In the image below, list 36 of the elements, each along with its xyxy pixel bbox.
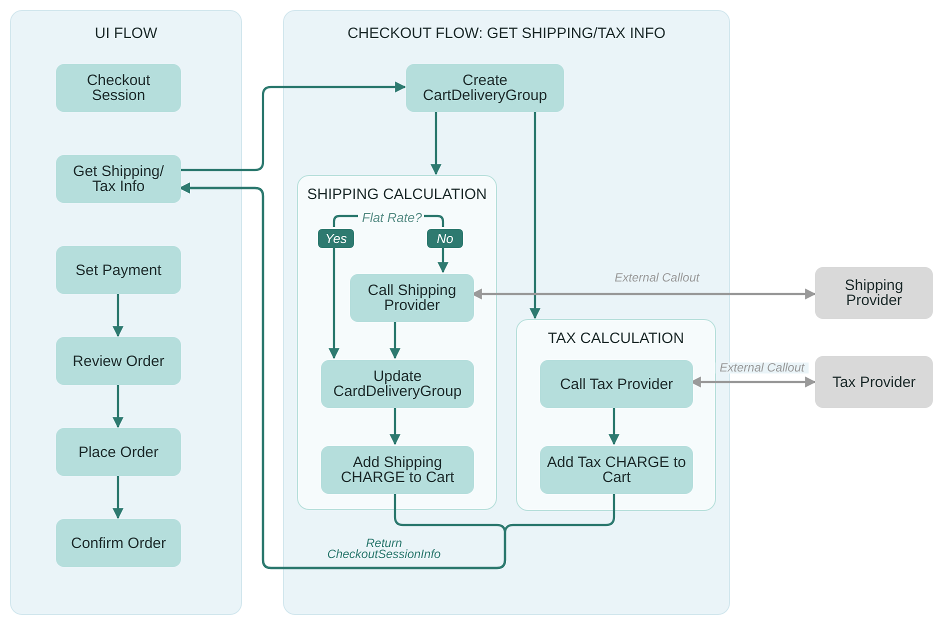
- arrow: [112, 475, 124, 520]
- arrow: [180, 82, 406, 172]
- panel-heading: SHIPPING CALCULATION: [306, 185, 488, 205]
- branch-tag: Yes: [318, 229, 354, 248]
- arrow: [390, 320, 400, 360]
- edge-label: External Callout: [716, 362, 808, 374]
- group-panel: [297, 175, 497, 510]
- process-box: Checkout Session: [56, 64, 181, 112]
- arrow: [178, 182, 616, 570]
- process-box: Confirm Order: [56, 519, 181, 567]
- external-system-box: Tax Provider: [815, 356, 933, 408]
- arrow: [112, 384, 124, 428]
- arrow: [112, 293, 124, 338]
- flow-panel: [10, 10, 242, 615]
- process-box: Get Shipping/ Tax Info: [56, 155, 181, 203]
- arrow: [390, 406, 400, 446]
- process-box: Create CartDeliveryGroup: [406, 64, 564, 112]
- arrow: [438, 246, 448, 274]
- branch-tag: No: [427, 229, 463, 248]
- arrow: [430, 111, 442, 176]
- process-box: Add Tax CHARGE to Cart: [540, 446, 693, 494]
- panel-heading: UI FLOW: [94, 24, 158, 44]
- process-box: Call Tax Provider: [540, 360, 693, 408]
- process-box: Call Shipping Provider: [350, 274, 474, 322]
- process-box: Add Shipping CHARGE to Cart: [321, 446, 474, 494]
- process-box: Place Order: [56, 428, 181, 476]
- arrow: [608, 406, 620, 446]
- external-system-box: Shipping Provider: [815, 267, 933, 319]
- panel-heading: TAX CALCULATION: [546, 329, 686, 349]
- process-box: Set Payment: [56, 246, 181, 294]
- panel-heading: CHECKOUT FLOW: GET SHIPPING/TAX INFO: [346, 24, 667, 44]
- process-box: Update CardDeliveryGroup: [321, 360, 474, 408]
- group-panel: [516, 319, 716, 511]
- arrow: [530, 111, 540, 320]
- process-box: Review Order: [56, 337, 181, 385]
- arrow: [328, 246, 340, 360]
